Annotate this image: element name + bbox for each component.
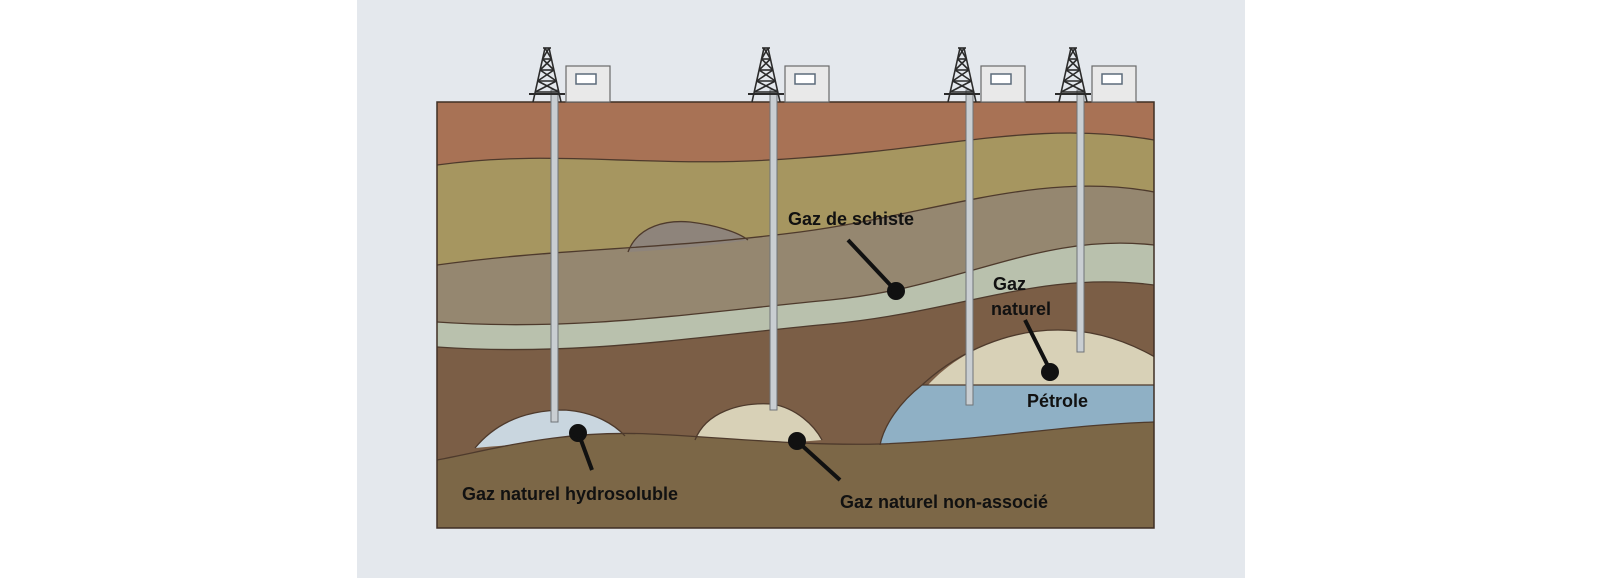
shale-gas-pointer-dot [887,282,905,300]
natural-gas-label-line2: naturel [991,299,1051,319]
drilling-rig [1055,47,1137,103]
basement-layer [437,422,1154,528]
pointers [569,238,1059,482]
non-associated-gas-label: Gaz naturel non-associé [840,492,1048,512]
water-soluble-gas-pointer-dot [569,424,587,442]
shed-window [990,73,1012,85]
natural-gas-label-line1: Gaz [993,274,1026,294]
grey-dome [628,221,748,252]
derrick-icon [748,47,784,103]
natural-gas-pointer [1023,319,1052,371]
shed-window [794,73,816,85]
non-associated-gas-dome [695,403,822,443]
shale-gas-label: Gaz de schiste [788,209,914,229]
natural-gas-pointer-dot [1041,363,1059,381]
water-soluble-gas-label: Gaz naturel hydrosoluble [462,484,678,504]
well-pipe [769,89,778,411]
non-associated-gas-pointer-dot [788,432,806,450]
drilling-rig [748,47,830,103]
natural-gas-cap [928,330,1154,385]
derrick-icon [944,47,980,103]
shed-window [1101,73,1123,85]
surface-rigs [529,47,1137,103]
shale-gas-pointer [846,238,897,292]
layer-boundaries [437,132,1154,461]
drilling-rig [529,47,611,103]
well-pipe [1076,89,1085,353]
cross-section [437,102,1154,528]
non-associated-gas-pointer [795,439,842,482]
well-pipe [965,89,974,406]
derrick-icon [1055,47,1091,103]
shed-window [575,73,597,85]
oil-label: Pétrole [1027,391,1088,411]
oil-reservoir [880,385,1154,445]
drilling-rig [944,47,1026,103]
derrick-icon [529,47,565,103]
well-pipe [550,89,559,423]
